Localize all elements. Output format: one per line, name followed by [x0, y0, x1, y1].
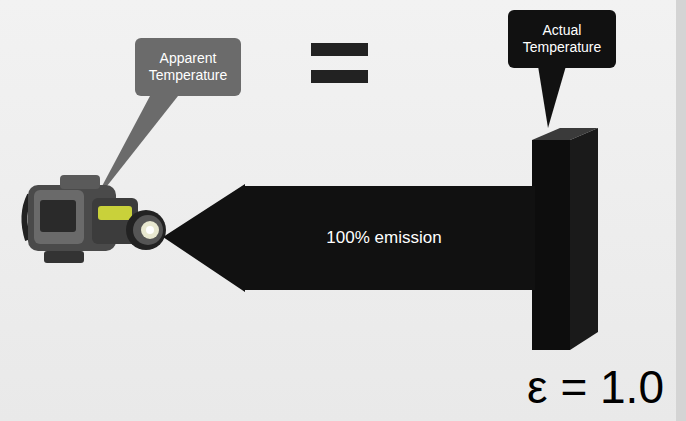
callout-text: Apparent Temperature [143, 50, 233, 84]
block-side [570, 128, 598, 350]
callout-box: Actual Temperature [508, 10, 616, 68]
equals-bar [311, 43, 368, 56]
callout-box: Apparent Temperature [135, 38, 241, 96]
callout-tail [538, 66, 566, 128]
emissivity-label: ε = 1.0 [527, 360, 664, 414]
block-front [532, 140, 570, 350]
thermal-camera [24, 175, 166, 263]
frame-edge [676, 0, 686, 421]
emission-arrow: 100% emission [163, 184, 535, 292]
equals-bar [311, 70, 368, 83]
callout-text: Actual Temperature [516, 22, 608, 56]
arrow-label: 100% emission [326, 228, 441, 248]
arrow-body [163, 184, 535, 292]
